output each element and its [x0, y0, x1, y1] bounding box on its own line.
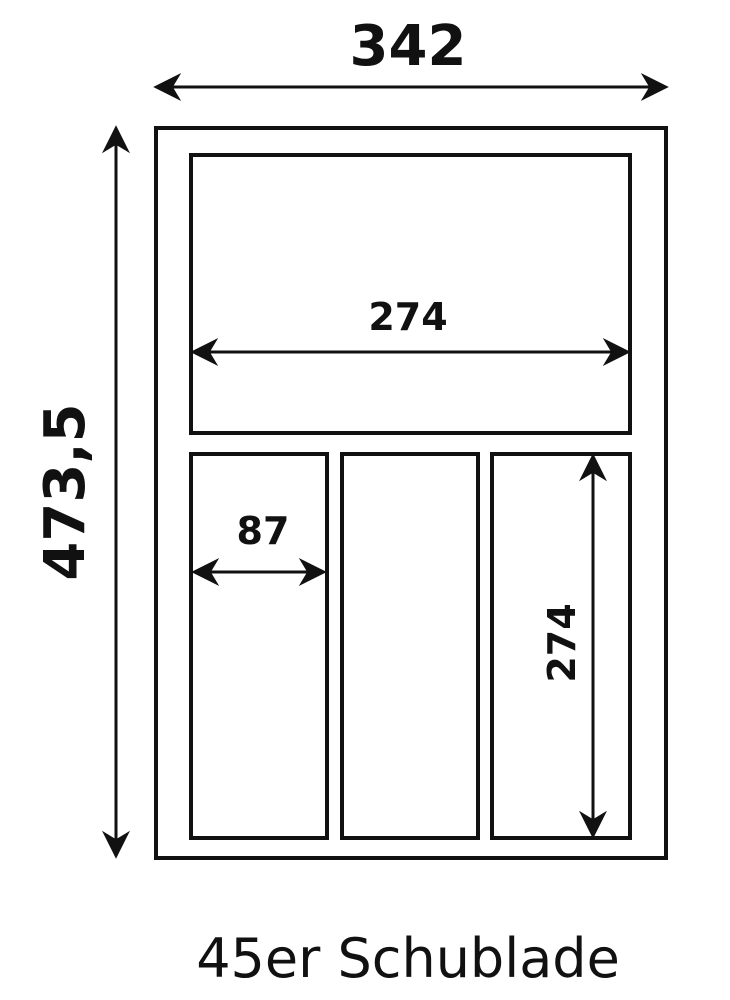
drawer-outer-frame	[154, 126, 668, 860]
height-dimension-label: 473,5	[33, 403, 98, 580]
top-compartment-width-label: 274	[368, 295, 447, 339]
right-compartment	[490, 452, 632, 840]
width-dimension-label: 342	[350, 14, 467, 79]
small-compartment-width-label: 87	[237, 509, 290, 553]
caption: 45er Schublade	[196, 927, 620, 990]
right-compartment-length-label: 274	[540, 603, 584, 682]
top-compartment	[189, 153, 632, 435]
middle-compartment	[340, 452, 480, 840]
left-compartment	[189, 452, 329, 840]
